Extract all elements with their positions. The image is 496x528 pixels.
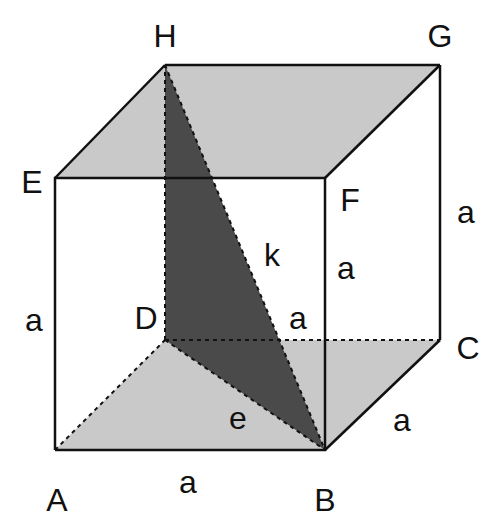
vertex-label: E (21, 166, 42, 198)
edge-length: a (289, 302, 307, 334)
hidden-edge (55, 340, 165, 450)
edge (325, 65, 440, 178)
front-face (55, 178, 325, 450)
diagonal-triangle (165, 65, 325, 450)
hidden-edge (165, 339, 440, 341)
visible-edges (55, 65, 440, 450)
edge-length: a (457, 196, 475, 228)
hidden-edges (55, 65, 440, 450)
vertex-label: F (340, 184, 360, 216)
edge (325, 340, 440, 450)
diagonal-label: e (229, 402, 247, 434)
top-face (55, 65, 440, 178)
vertex-label: B (314, 484, 335, 516)
face-diagonal-e (165, 340, 325, 450)
edge-length: a (337, 252, 355, 284)
edge (165, 64, 440, 67)
vertex-label: H (153, 20, 176, 52)
hidden-edge (164, 65, 166, 340)
vertex-label: C (456, 332, 479, 364)
diagonal-label: k (264, 239, 280, 271)
vertex-label: G (428, 20, 453, 52)
vertex-label: D (134, 302, 157, 334)
space-diagonal-k (165, 65, 325, 450)
edge-length: a (25, 304, 43, 336)
edge (439, 65, 442, 340)
vertex-label: A (46, 484, 67, 516)
edge-length: a (179, 466, 197, 498)
edge-length: a (393, 404, 411, 436)
edge (55, 65, 165, 178)
